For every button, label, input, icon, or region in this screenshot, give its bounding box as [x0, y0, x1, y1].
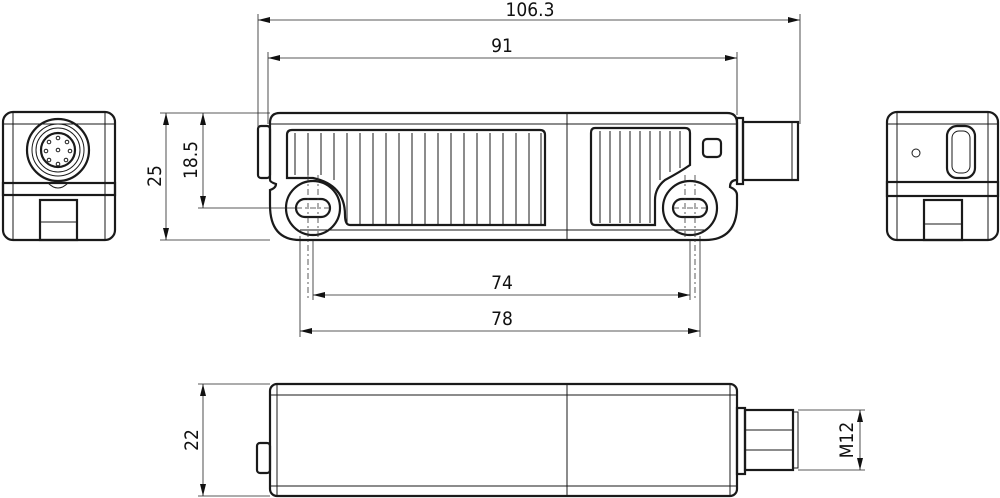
- dim-hole-height: 18.5: [180, 141, 202, 179]
- side-view: [255, 382, 799, 498]
- left-end-view: [1, 110, 117, 242]
- right-end-view: [885, 110, 1000, 242]
- dim-connector-thread: M12: [836, 422, 858, 459]
- dim-overall-length: 106.3: [506, 0, 555, 21]
- dimension-lines: [160, 14, 865, 497]
- dim-depth: 22: [181, 429, 203, 451]
- dim-height: 25: [144, 165, 166, 187]
- m12-connector-face-icon: [25, 117, 91, 189]
- m12-connector-side: [735, 116, 800, 186]
- grip-ribs-left: [285, 128, 547, 227]
- dim-hole-spacing-outer: 78: [491, 308, 513, 330]
- dim-hole-spacing-inner: 74: [491, 272, 513, 294]
- front-view: [256, 111, 800, 242]
- grip-ribs-right: [589, 126, 692, 227]
- dim-body-length: 91: [491, 35, 513, 57]
